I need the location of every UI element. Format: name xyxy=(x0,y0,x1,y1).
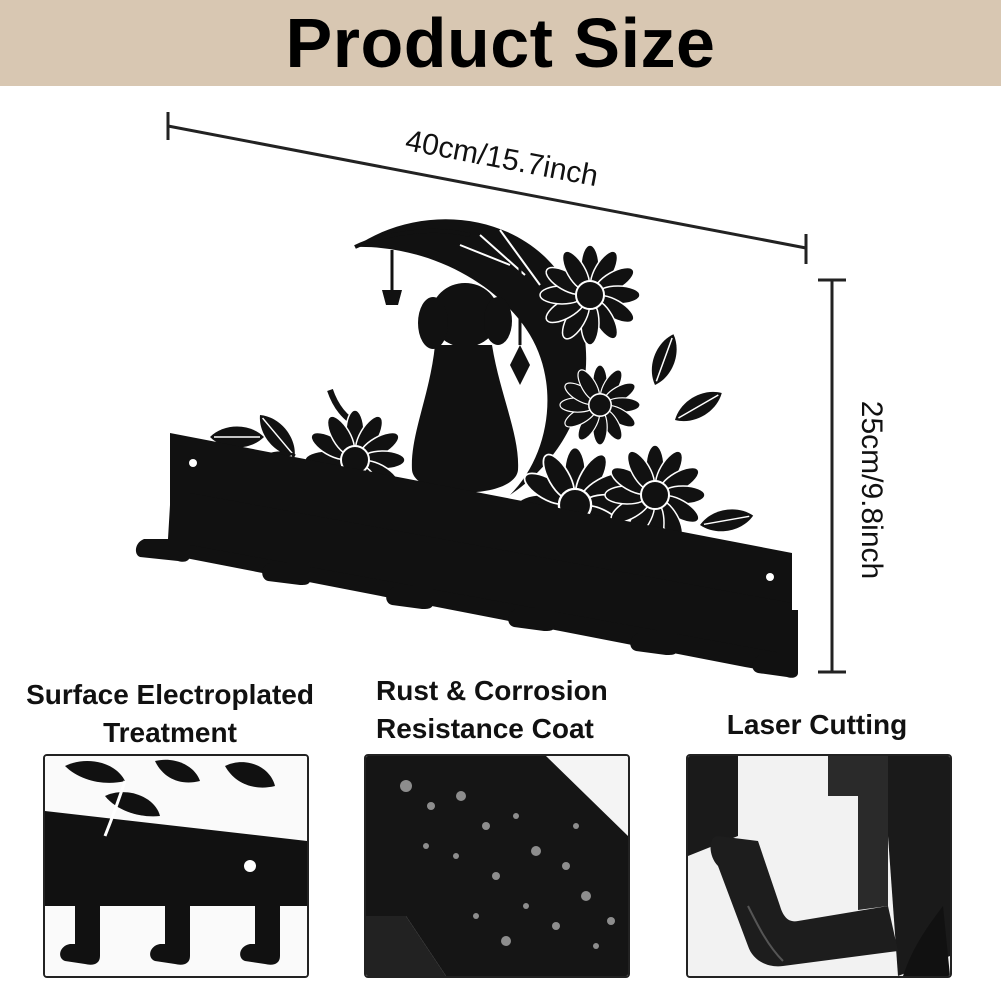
moon-shape xyxy=(355,219,587,495)
hooks xyxy=(135,505,798,678)
feature-image-rust-resistance xyxy=(364,754,630,978)
mount-hole-right xyxy=(766,573,774,581)
feature-label-line: Resistance Coat xyxy=(376,713,594,744)
dimension-lines: 40cm/15.7inch 25cm/9.8inch xyxy=(166,112,888,674)
key-rack-illustration xyxy=(135,219,798,678)
feature-label-line: Rust & Corrosion xyxy=(376,675,608,706)
width-dimension-line xyxy=(167,124,807,250)
feature-label-line: Laser Cutting xyxy=(726,709,908,740)
feature-image-laser-cutting xyxy=(686,754,952,978)
page-title: Product Size xyxy=(285,4,716,82)
wrench-charm xyxy=(382,290,402,305)
width-label: 40cm/15.7inch xyxy=(403,124,601,193)
dog-silhouette xyxy=(411,283,519,507)
feature-label-rust-resistance: Rust & Corrosion Resistance Coat xyxy=(350,672,666,748)
feature-label-laser-cutting: Laser Cutting xyxy=(686,706,948,744)
diamond-charm xyxy=(510,345,530,385)
feature-label-line: Surface Electroplated xyxy=(26,679,314,710)
title-banner: Product Size xyxy=(0,0,1001,86)
feature-label-line: Treatment xyxy=(103,717,237,748)
feature-image-electroplated xyxy=(43,754,309,978)
mount-hole-left xyxy=(189,459,197,467)
height-label: 25cm/9.8inch xyxy=(855,401,888,579)
feature-label-electroplated: Surface Electroplated Treatment xyxy=(10,676,330,752)
